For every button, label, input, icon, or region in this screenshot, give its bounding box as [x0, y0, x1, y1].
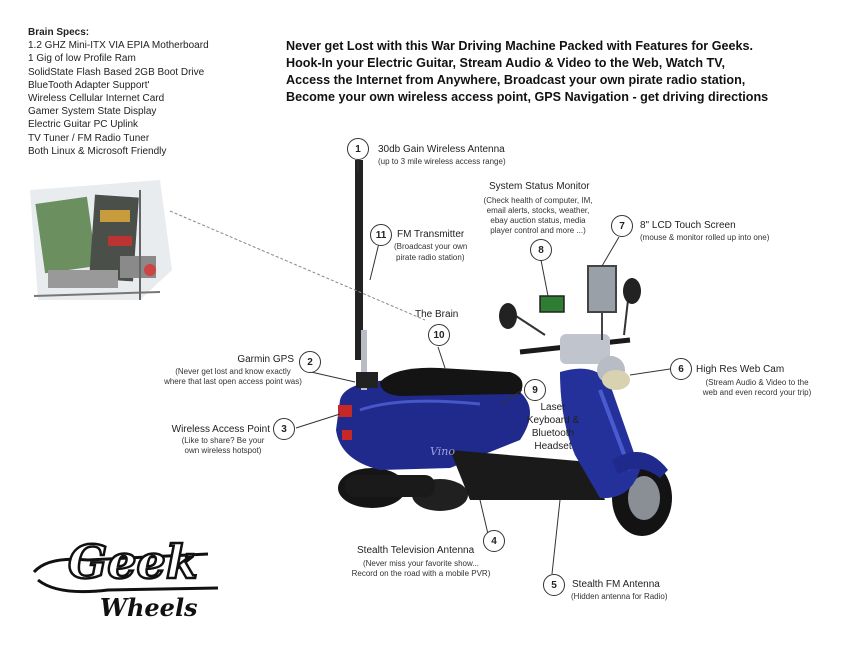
callout-desc-5: (Hidden antenna for Radio): [571, 592, 668, 601]
callout-desc-11: pirate radio station): [396, 253, 465, 262]
callout-desc-1: (up to 3 mile wireless access range): [378, 157, 506, 166]
leader-line: [310, 371, 356, 383]
callout-title-8: System Status Monitor: [489, 181, 590, 192]
specs-title: Brain Specs:: [28, 27, 90, 38]
callout-desc-line: Record on the road with a mobile PVR): [351, 569, 491, 578]
callout-desc-line: (Never get lost and know exactly: [175, 367, 291, 376]
callout-number-11: 11: [370, 224, 392, 246]
callout-number-4: 4: [483, 530, 505, 552]
spec-item: Gamer System State Display: [28, 106, 157, 118]
spec-item: Wireless Cellular Internet Card: [28, 93, 165, 105]
callout-title-5: Stealth FM Antenna: [572, 579, 660, 590]
callout-title-line: Headset: [534, 441, 572, 452]
spec-item: Electric Guitar PC Uplink: [28, 119, 139, 131]
callout-number-2: 2: [299, 351, 321, 373]
headline-line: Never get Lost with this War Driving Mac…: [286, 39, 754, 53]
leader-line: [169, 210, 426, 321]
callout-desc-line: email alerts, stocks, weather,: [486, 206, 590, 215]
callout-desc-11: (Broadcast your own: [394, 242, 468, 251]
callout-number-1: 1: [347, 138, 369, 160]
callout-desc-line: (Check health of computer, IM,: [483, 196, 593, 205]
specs-list: 1.2 GHZ Mini-ITX VIA EPIA Motherboard 1 …: [28, 39, 258, 158]
leader-line: [551, 499, 561, 575]
scooter-image: [336, 160, 672, 536]
callout-title-line: Keyboard &: [526, 415, 580, 426]
scooter-badge: Vino: [430, 445, 455, 458]
callout-title-3: Wireless Access Point: [171, 424, 270, 435]
headline-line: Become your own wireless access point, G…: [286, 90, 769, 104]
spec-item: Both Linux & Microsoft Friendly: [28, 145, 167, 157]
callout-number-9: 9: [524, 379, 546, 401]
callout-title-11: FM Transmitter: [397, 229, 465, 240]
headline-line: Hook-In your Electric Guitar, Stream Aud…: [286, 56, 725, 70]
callout-desc-line: player control and more ...): [490, 226, 586, 235]
callout-number-7: 7: [611, 215, 633, 237]
callout-number-5: 5: [543, 574, 565, 596]
callout-desc-line: web and even record your trip): [702, 388, 812, 397]
callout-desc-line: (Like to share? Be your: [181, 436, 265, 445]
brain-specs: Brain Specs: 1.2 GHZ Mini-ITX VIA EPIA M…: [28, 26, 258, 158]
headline-line: Access the Internet from Anywhere, Broad…: [286, 73, 746, 87]
leader-line: [369, 242, 380, 281]
geek-wheels-logo: Geek Wheels: [32, 534, 219, 622]
leader-line: [437, 346, 446, 369]
callout-desc-7: (mouse & monitor rolled up into one): [640, 233, 770, 242]
leader-line: [479, 499, 489, 535]
callout-title-4: Stealth Television Antenna: [357, 545, 475, 556]
leader-line: [629, 368, 671, 376]
callout-desc-line: own wireless hotspot): [184, 446, 262, 455]
headline: Never get Lost with this War Driving Mac…: [286, 38, 831, 106]
spec-item: 1.2 GHZ Mini-ITX VIA EPIA Motherboard: [28, 40, 209, 52]
callout-desc-4: (Never miss your favorite show... Record…: [342, 559, 500, 579]
callout-number-10: 10: [428, 324, 450, 346]
callout-desc-line: where that last open access point was): [164, 377, 302, 386]
leader-line: [499, 389, 523, 406]
callout-title-2: Garmin GPS: [237, 354, 294, 365]
leader-line: [295, 413, 341, 429]
logo-word-wheels: Wheels: [100, 593, 198, 622]
spec-item: BlueTooth Adapter Support': [28, 79, 150, 91]
callout-desc-6: (Stream Audio & Video to the web and eve…: [690, 378, 824, 398]
callout-title-9: Laser Keyboard & Bluetooth Headset: [520, 401, 586, 453]
callout-desc-2: (Never get lost and know exactly where t…: [148, 367, 318, 387]
callout-desc-8: (Check health of computer, IM, email ale…: [482, 196, 594, 236]
callout-desc-line: ebay auction status, media: [490, 216, 586, 225]
spec-item: SolidState Flash Based 2GB Boot Drive: [28, 66, 205, 78]
brain-board-image: [30, 180, 172, 300]
callout-title-line: Laser: [540, 402, 566, 413]
callout-number-6: 6: [670, 358, 692, 380]
callout-title-1: 30db Gain Wireless Antenna: [378, 144, 505, 155]
spec-item: 1 Gig of low Profile Ram: [28, 53, 136, 65]
callout-title-line: Bluetooth: [531, 428, 575, 439]
callout-desc-line: (Stream Audio & Video to the: [705, 378, 809, 387]
callout-title-7: 8" LCD Touch Screen: [640, 220, 736, 231]
callout-number-3: 3: [273, 418, 295, 440]
callout-title-10: The Brain: [415, 309, 459, 320]
callout-title-6: High Res Web Cam: [696, 364, 785, 375]
spec-item: TV Tuner / FM Radio Tuner: [28, 132, 150, 144]
leader-line: [540, 259, 549, 297]
callout-desc-line: (Never miss your favorite show...: [362, 559, 480, 568]
leader-line: [601, 236, 620, 267]
callout-number-8: 8: [530, 239, 552, 261]
logo-word-geek: Geek: [68, 535, 198, 589]
callout-desc-3: (Like to share? Be your own wireless hot…: [168, 436, 278, 456]
